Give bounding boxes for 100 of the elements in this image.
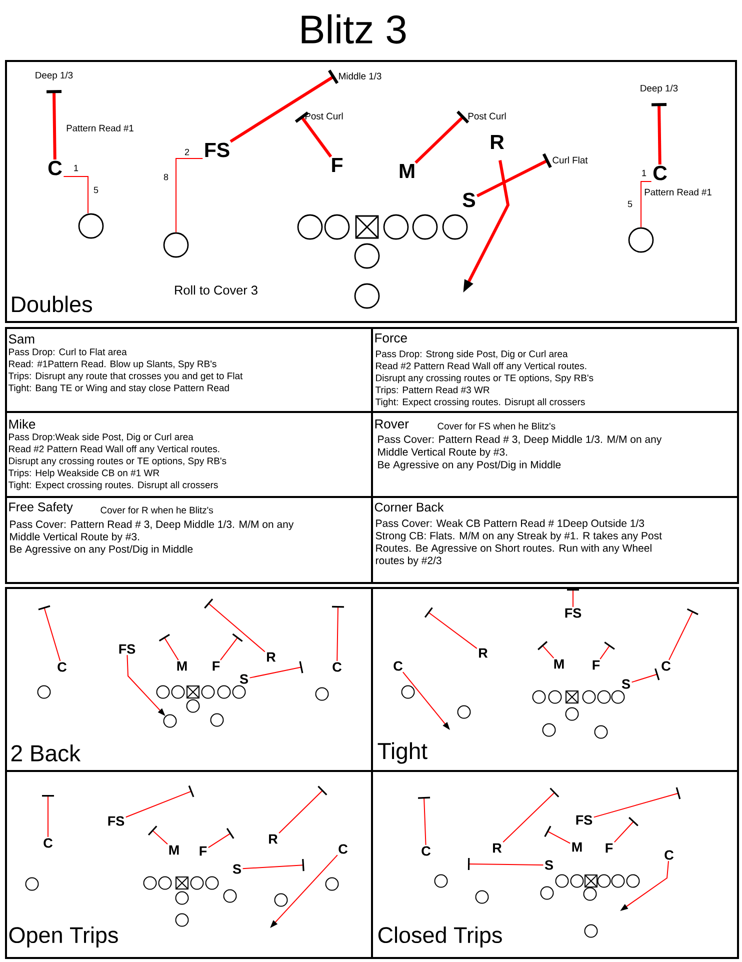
player-label: F — [332, 158, 343, 172]
player-circle — [582, 690, 596, 704]
player-circle — [401, 685, 415, 699]
cell-text: Trips: Disrupt any route that crosses you and get to Flat — [8, 372, 243, 382]
player-circle — [354, 243, 380, 269]
route-line — [63, 176, 88, 214]
player-circle — [223, 889, 237, 903]
yardage-number: 2 — [184, 148, 190, 156]
assignment-note: Pattern Read #1 — [644, 188, 712, 196]
zone-label: Middle 1/3 — [339, 72, 382, 80]
zone-drop-line — [631, 668, 660, 683]
player-circle — [597, 690, 611, 704]
player-label: S — [622, 679, 630, 689]
player-circle — [175, 891, 189, 905]
cell-text: Tight: Expect crossing routes. Disrupt all crossers — [375, 398, 585, 408]
player-label: C — [58, 662, 67, 672]
zone-drop-line — [42, 795, 54, 838]
zone-drop-line — [249, 661, 304, 678]
player-circle — [555, 874, 569, 888]
cell-text: Read #2 Pattern Read Wall off any Vertical routes. — [9, 445, 220, 454]
player-circle — [190, 876, 204, 890]
zone-drop-line — [278, 786, 328, 834]
zone-label: Deep 1/3 — [640, 84, 678, 94]
player-circle — [297, 214, 323, 240]
player-circle — [186, 699, 200, 713]
player-circle — [628, 227, 654, 253]
player-label: M — [177, 661, 187, 671]
player-label: M — [400, 164, 414, 178]
cell-heading: Sam — [8, 334, 34, 344]
player-circle — [597, 874, 611, 888]
zone-drop-line — [567, 589, 579, 608]
player-label: C — [653, 166, 667, 180]
player-label: C — [332, 662, 342, 672]
player-circle — [78, 213, 104, 239]
player-circle — [158, 876, 172, 890]
player-circle — [383, 214, 409, 240]
player-circle — [611, 690, 625, 704]
player-circle — [594, 725, 608, 739]
player-label: C — [662, 661, 671, 671]
player-label: S — [544, 860, 553, 870]
player-label: R — [267, 652, 276, 662]
zone-drop-line — [538, 641, 554, 659]
cell-text: Pass Drop:Weak side Post, Dig or Curl area — [9, 433, 194, 442]
player-circle — [171, 685, 185, 699]
player-label: C — [422, 846, 431, 856]
cell-text: Pass Drop: Curl to Flat area — [9, 348, 127, 358]
assignment-note: Pattern Read #1 — [66, 124, 134, 132]
yardage-number: 8 — [164, 174, 168, 180]
player-circle — [163, 714, 177, 728]
panel-title: Open Trips — [9, 926, 118, 948]
player-circle — [232, 685, 246, 699]
player-label: M — [572, 842, 582, 852]
player-label: M — [554, 659, 564, 669]
cell-text: Pass Cover: Pattern Read # 3, Deep Middle 1/3. M/M on any Middle Vertical Route by #3. — [10, 520, 294, 542]
player-label: FS — [119, 644, 136, 654]
player-circle — [274, 893, 288, 907]
cell-note: Cover for R when he Blitz's — [100, 506, 213, 514]
cell-text: Pass Drop: Strong side Post, Dig or Curl area — [376, 350, 568, 360]
player-circle — [217, 685, 231, 699]
player-circle — [583, 887, 597, 901]
zone-drop-line — [652, 103, 667, 164]
cell-text: Disrupt any crossing routes or TE options, Spy RB's — [376, 374, 594, 384]
cell-heading: Rover — [375, 419, 409, 429]
player-label: R — [479, 648, 488, 658]
cell-text: Pass Cover: Pattern Read # 3, Deep Middle 1/3. M/M on any Middle Vertical Route by #3. — [378, 435, 662, 458]
player-label: M — [169, 845, 179, 855]
cell-text: Read: #1Pattern Read. Blow up Slants, Spy RB's — [9, 360, 216, 370]
panel-title: Closed Trips — [378, 926, 502, 948]
zone-drop-line — [600, 642, 615, 660]
table-cell — [5, 327, 373, 413]
cell-text: Be Agressive on any Post/Dig in Middle — [10, 545, 193, 555]
zone-drop-line — [593, 787, 681, 818]
route-line — [176, 158, 204, 233]
player-label: S — [232, 864, 241, 874]
center-symbol — [566, 690, 578, 704]
zone-drop-line — [468, 858, 544, 870]
table-cell — [371, 327, 739, 413]
yardage-number: 1 — [642, 170, 646, 176]
player-label: FS — [565, 608, 582, 618]
zone-drop-line — [46, 90, 62, 160]
table-cell — [5, 496, 373, 584]
player-label: R — [493, 843, 502, 853]
route-line — [640, 181, 652, 228]
cell-heading: Mike — [9, 419, 36, 429]
player-circle — [325, 877, 339, 891]
player-label: F — [606, 843, 613, 853]
player-label: F — [592, 660, 600, 670]
player-circle — [25, 877, 39, 891]
center-symbol — [186, 686, 200, 698]
player-circle — [611, 874, 625, 888]
zone-label: Curl Flat — [552, 156, 588, 164]
player-circle — [143, 876, 157, 890]
player-label: C — [44, 838, 53, 848]
cell-text: Tight: Expect crossing routes. Disrupt all crossers — [8, 481, 218, 490]
table-cell — [371, 411, 739, 498]
player-circle — [412, 214, 438, 240]
cell-heading: Free Safety — [9, 502, 73, 514]
cell-text: Strong CB: Flats. M/M on any Streak by #1. R takes any Post Routes. Be Agressive on Short routes. Run with any Wheel routes by #2/3 — [376, 532, 662, 566]
player-circle — [37, 685, 51, 699]
zone-drop-line — [242, 859, 304, 872]
